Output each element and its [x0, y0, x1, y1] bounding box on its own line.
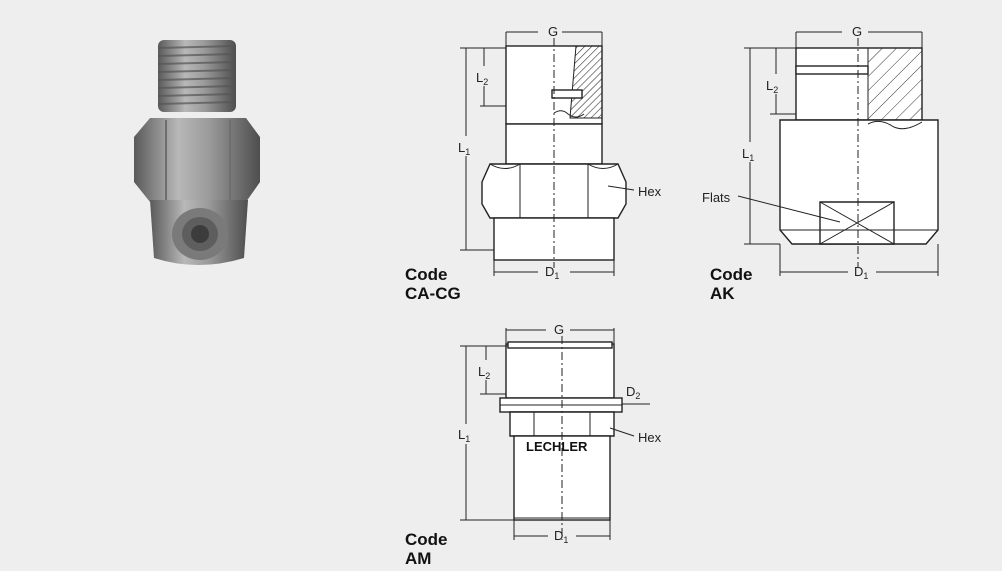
dim-g: G	[548, 24, 558, 39]
dim-l1: L1	[458, 140, 470, 157]
dim-l1: L1	[742, 146, 754, 163]
dim-l2: L2	[478, 364, 490, 381]
dim-hex: Hex	[638, 184, 662, 199]
dim-d2: D2	[626, 384, 640, 401]
dim-l2: L2	[476, 70, 488, 87]
dim-d1: D1	[554, 528, 568, 545]
dim-d1: D1	[854, 264, 868, 280]
dim-d1: D1	[545, 264, 559, 280]
code-label-ca-cg: Code CA-CG	[405, 265, 461, 303]
dim-hex: Hex	[638, 430, 662, 445]
code-label-ak: Code AK	[710, 265, 753, 303]
brand-logo: LECHLER	[526, 439, 588, 454]
dim-l2: L2	[766, 78, 778, 95]
dim-flats: Flats	[702, 190, 731, 205]
drawing-ak: G L1 L2 D1 Flats	[702, 24, 939, 280]
dim-g: G	[852, 24, 862, 39]
drawing-ca-cg: G L1 L2 D1 Hex	[454, 24, 662, 280]
nozzle-photo	[120, 32, 270, 272]
dim-g: G	[554, 322, 564, 337]
code-label-am: Code AM	[405, 530, 448, 568]
dim-l1: L1	[458, 427, 470, 444]
drawing-am: LECHLER G L1 L2 D2 Hex D1	[454, 322, 662, 545]
